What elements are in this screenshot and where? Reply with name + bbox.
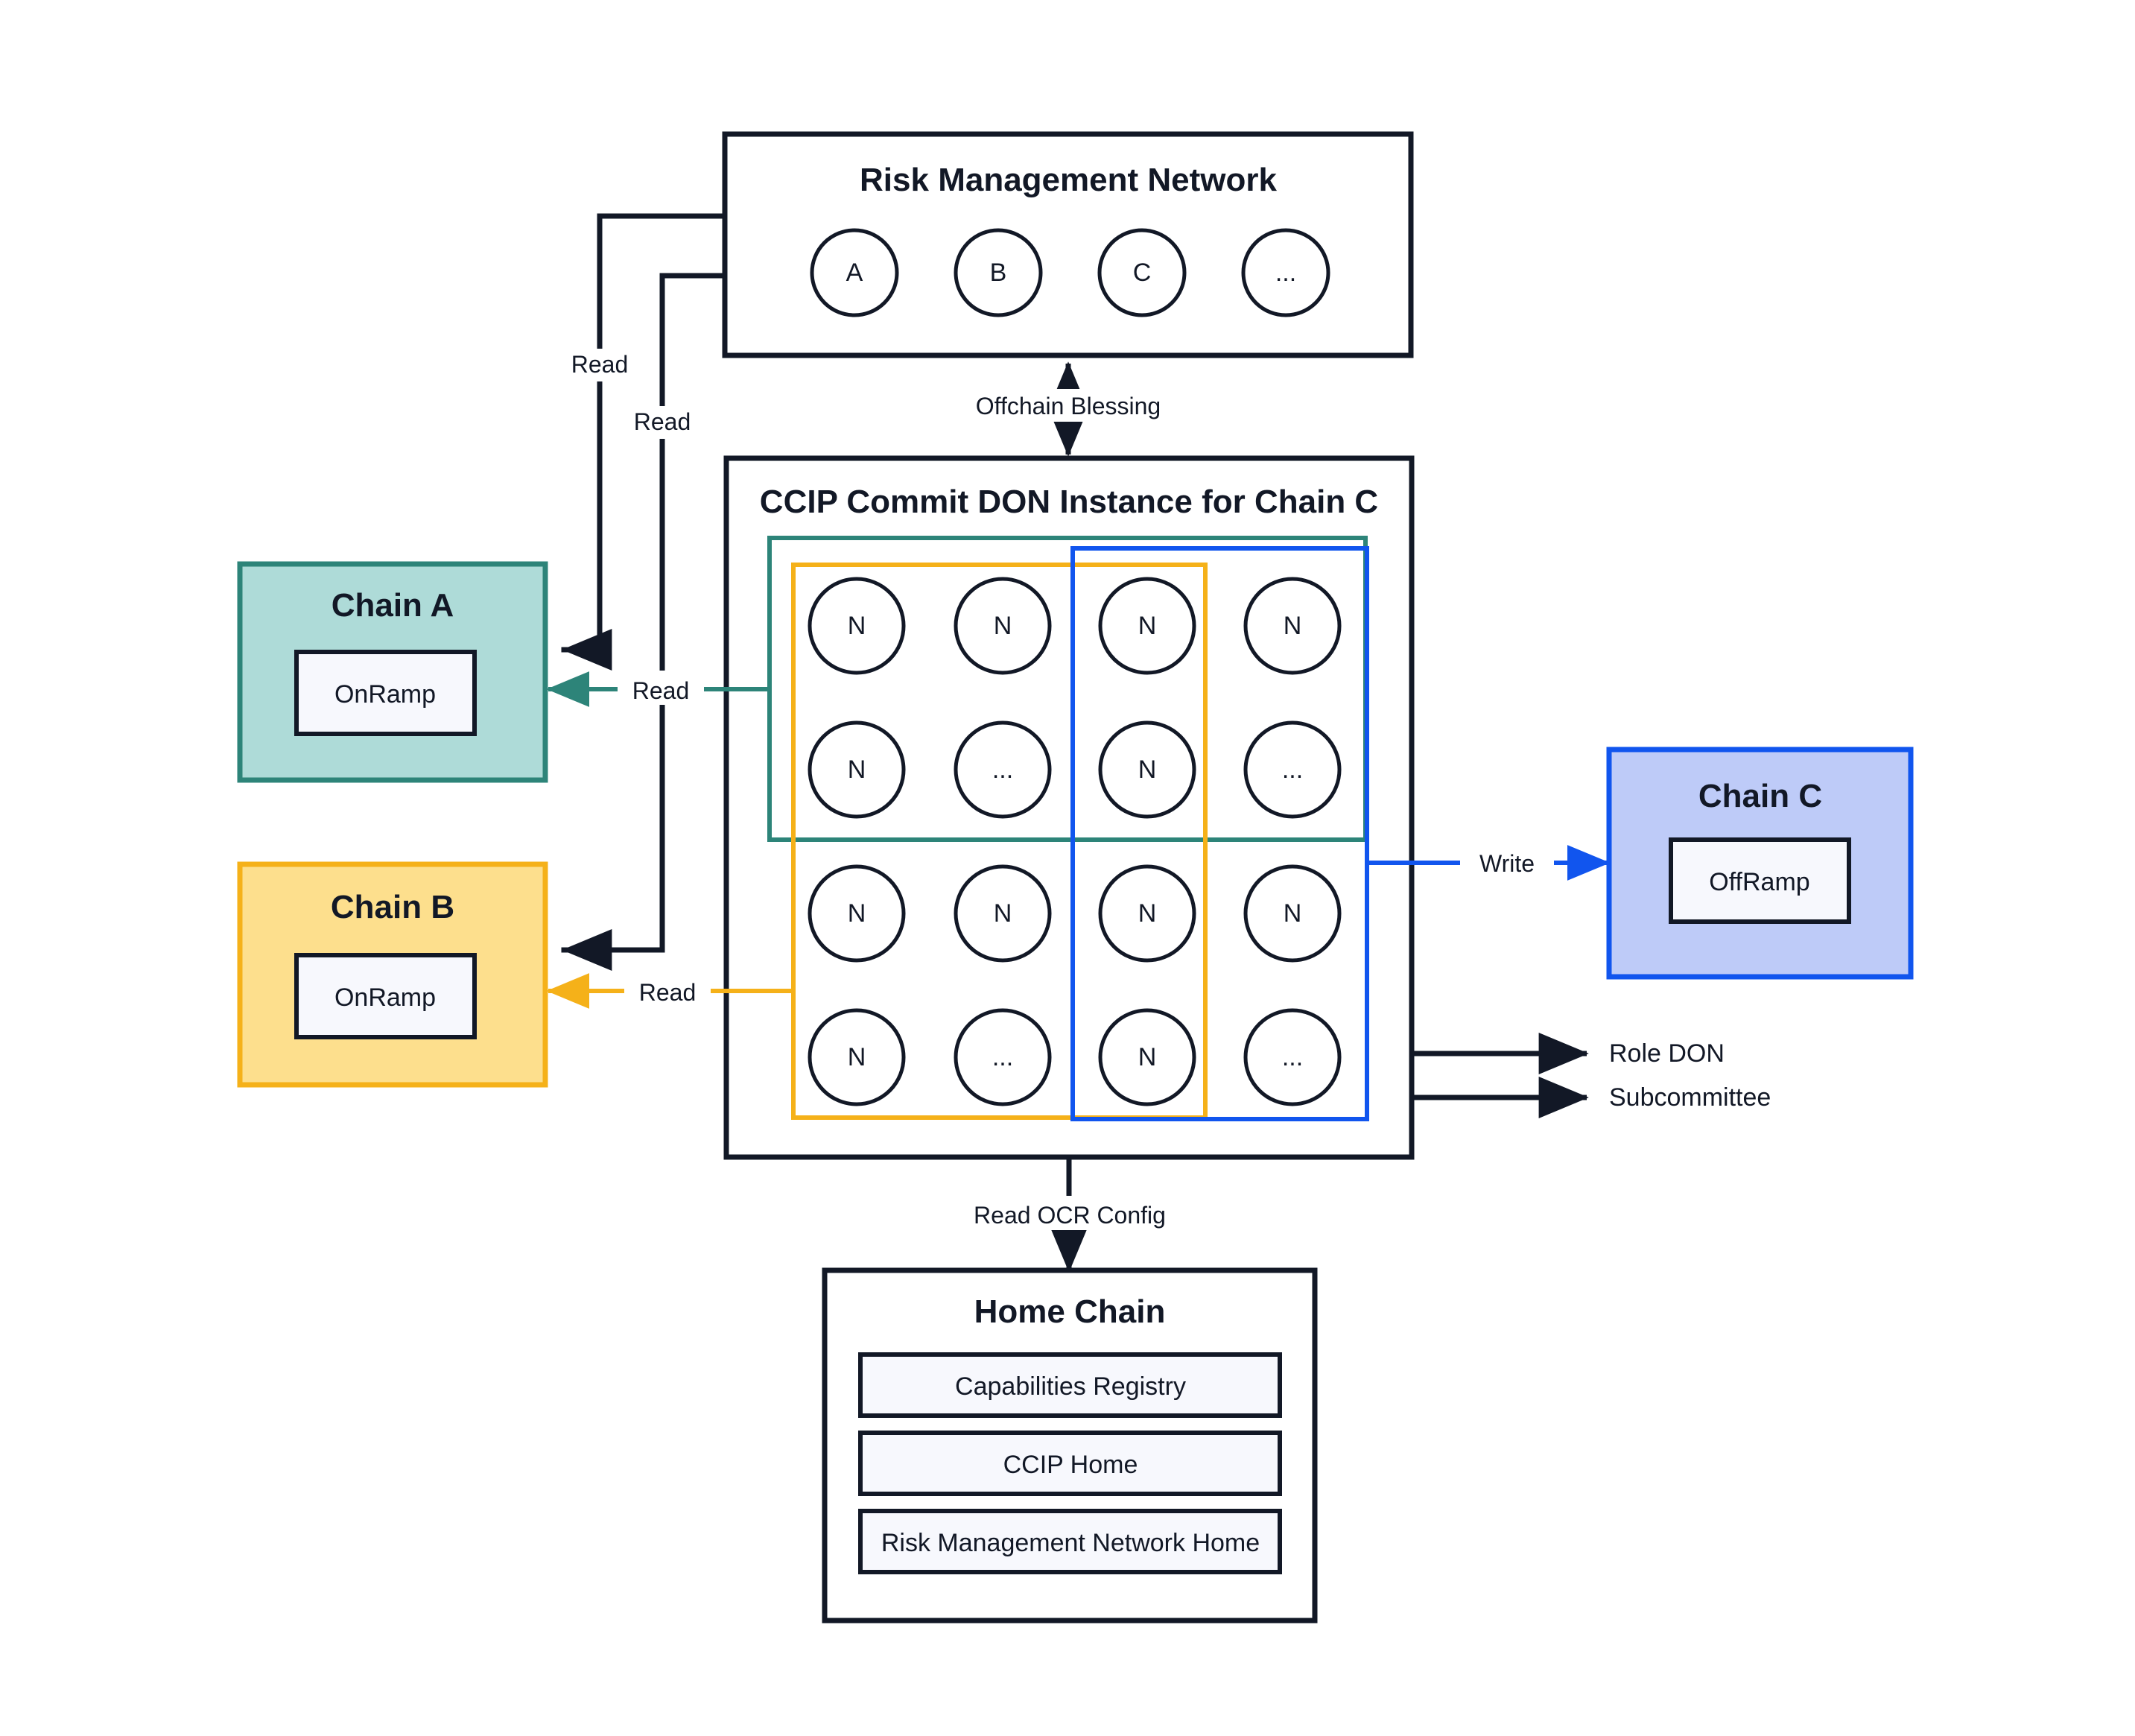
- don-node-label: ...: [992, 1043, 1013, 1071]
- edge-label-write-chain-c: Write: [1479, 850, 1535, 877]
- don-node-label: ...: [992, 755, 1013, 784]
- don-node-0: N: [808, 577, 906, 675]
- edge-label-read-don-b: Read: [639, 979, 697, 1006]
- don-node-label: N: [994, 612, 1012, 640]
- home-chain-contract-ccip-home[interactable]: CCIP Home: [858, 1431, 1282, 1496]
- edge-label-read-don-a-bg: [618, 671, 704, 705]
- don-node-10: N: [1098, 864, 1196, 963]
- edge-label-read-don-a: Read: [632, 677, 690, 704]
- don-node-5: ...: [954, 720, 1052, 819]
- rmn-node-label: A: [846, 259, 863, 287]
- don-node-1: N: [954, 577, 1052, 675]
- risk-management-network-title: Risk Management Network: [860, 162, 1277, 198]
- home-chain-contract-label: CCIP Home: [1003, 1451, 1138, 1479]
- don-node-2: N: [1098, 577, 1196, 675]
- home-chain-title: Home Chain: [974, 1293, 1166, 1330]
- don-node-6: N: [1098, 720, 1196, 819]
- chain-a-title: Chain A: [331, 587, 454, 624]
- edge-label-read-rmn-a-bg: [556, 349, 643, 381]
- don-node-8: N: [808, 864, 906, 963]
- chain-b-title: Chain B: [331, 889, 454, 925]
- edge-label-read-ocr-config: Read OCR Config: [974, 1202, 1166, 1229]
- chain-a-onramp-label: OnRamp: [334, 680, 436, 709]
- rmn-node-label: B: [990, 259, 1007, 287]
- edge-label-read-rmn-a-text: Read: [571, 351, 629, 378]
- don-node-label: N: [1138, 612, 1157, 640]
- don-node-7: ...: [1243, 720, 1342, 819]
- edge-label-read-rmn-b: Read: [634, 408, 691, 435]
- chain-a-onramp-contract[interactable]: OnRamp: [294, 650, 477, 736]
- overlay-blue-chain-c-group: [1070, 546, 1369, 1121]
- overlay-yellow-chain-b-group: [791, 563, 1208, 1120]
- rmn-node-label: C: [1133, 259, 1152, 287]
- home-chain-contract-label: Risk Management Network Home: [881, 1529, 1260, 1557]
- rmn-node-2: C: [1097, 228, 1187, 317]
- don-node-12: N: [808, 1008, 906, 1106]
- don-node-label: N: [1284, 612, 1302, 640]
- chain-c-offramp-label: OffRamp: [1709, 868, 1809, 896]
- don-node-label: N: [848, 755, 866, 784]
- chain-b-onramp-contract[interactable]: OnRamp: [294, 953, 477, 1039]
- don-node-label: N: [1138, 755, 1157, 784]
- home-chain-contract-label: Capabilities Registry: [955, 1372, 1186, 1401]
- rmn-node-3: ...: [1241, 228, 1330, 317]
- edge-label-read-ocr-config-bg: [974, 1196, 1165, 1230]
- legend-label-subcommittee: Subcommittee: [1609, 1083, 1771, 1112]
- edge-label-offchain-blessing: Offchain Blessing: [976, 393, 1161, 419]
- don-node-15: ...: [1243, 1008, 1342, 1106]
- don-node-label: N: [994, 899, 1012, 928]
- legend-label-role-don: Role DON: [1609, 1039, 1725, 1068]
- don-node-3: N: [1243, 577, 1342, 675]
- edge-label-read-rmn-b-bg: [619, 406, 705, 439]
- edge-label-write-bg: [1460, 843, 1554, 878]
- don-node-13: ...: [954, 1008, 1052, 1106]
- don-node-label: N: [1284, 899, 1302, 928]
- don-node-label: N: [848, 1043, 866, 1071]
- don-node-14: N: [1098, 1008, 1196, 1106]
- chain-c-offramp-contract[interactable]: OffRamp: [1669, 837, 1851, 924]
- don-node-label: N: [848, 899, 866, 928]
- edge-label-offchain-blessing-bg: [973, 389, 1165, 422]
- don-node-label: N: [1138, 899, 1157, 928]
- chain-c-title: Chain C: [1698, 778, 1822, 814]
- don-node-label: N: [848, 612, 866, 640]
- don-node-11: N: [1243, 864, 1342, 963]
- edge-label-read-don-b-bg: [624, 972, 711, 1007]
- rmn-node-1: B: [954, 228, 1043, 317]
- don-node-4: N: [808, 720, 906, 819]
- rmn-node-0: A: [810, 228, 899, 317]
- don-node-label: ...: [1282, 1043, 1303, 1071]
- home-chain-contract-rmn-home[interactable]: Risk Management Network Home: [858, 1509, 1282, 1574]
- connector-rmn-to-chain-a: [561, 213, 728, 671]
- don-node-9: N: [954, 864, 1052, 963]
- don-node-label: N: [1138, 1043, 1157, 1071]
- rmn-node-label: ...: [1275, 259, 1296, 287]
- connector-rmn-to-chain-b: [561, 273, 728, 971]
- don-node-label: ...: [1282, 755, 1303, 784]
- home-chain-contract-capabilities-registry[interactable]: Capabilities Registry: [858, 1352, 1282, 1418]
- chain-b-onramp-label: OnRamp: [334, 983, 436, 1012]
- ccip-commit-don-title: CCIP Commit DON Instance for Chain C: [760, 484, 1378, 520]
